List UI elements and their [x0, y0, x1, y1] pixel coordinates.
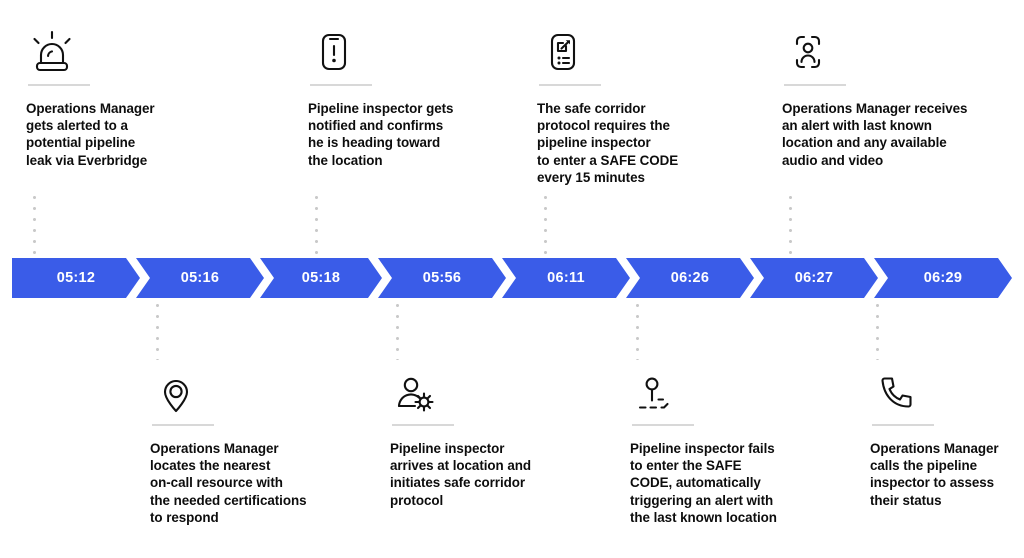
connector-dots-1 — [33, 192, 36, 258]
timeline-segment-8[interactable]: 06:29 — [874, 258, 1012, 298]
timeline-segment-3[interactable]: 05:18 — [260, 258, 382, 298]
timeline-segment-7[interactable]: 06:27 — [750, 258, 878, 298]
connector-dots-6 — [636, 300, 639, 360]
connector-dots-4 — [396, 300, 399, 360]
divider-rule — [539, 84, 601, 86]
event-text: Operations Manager receives an alert wit… — [782, 101, 968, 168]
segment-time: 06:11 — [547, 269, 585, 286]
connector-dots-2 — [156, 300, 159, 360]
person-scan-icon — [782, 22, 1012, 78]
connector-dots-7 — [789, 192, 792, 258]
lost-location-icon — [630, 362, 845, 418]
divider-rule — [28, 84, 90, 86]
event-text: Pipeline inspector arrives at location a… — [390, 441, 531, 508]
segment-time: 05:56 — [422, 269, 462, 286]
user-settings-icon — [390, 362, 605, 418]
divider-rule — [784, 84, 846, 86]
divider-rule — [392, 424, 454, 426]
map-pin-icon — [150, 362, 365, 418]
event-block-6: Pipeline inspector fails to enter the SA… — [630, 362, 845, 526]
event-text: The safe corridor protocol requires the … — [537, 101, 679, 185]
timeline-segment-2[interactable]: 05:16 — [136, 258, 264, 298]
segment-time: 06:29 — [923, 269, 963, 286]
event-block-3: Pipeline inspector gets notified and con… — [308, 22, 523, 169]
timeline-segment-4[interactable]: 05:56 — [378, 258, 506, 298]
event-block-2: Operations Manager locates the nearest o… — [150, 362, 365, 526]
segment-time: 05:18 — [301, 269, 341, 286]
timeline-segment-1[interactable]: 05:12 — [12, 258, 140, 298]
phone-call-icon — [870, 362, 1024, 418]
event-text: Operations Manager locates the nearest o… — [150, 441, 307, 525]
timeline-segment-6[interactable]: 06:26 — [626, 258, 754, 298]
event-text: Operations Manager calls the pipeline in… — [870, 441, 999, 508]
timeline-bar: 05:12 05:16 05:18 05:56 06:11 06:26 06:2… — [12, 258, 1012, 298]
segment-time: 06:26 — [670, 269, 710, 286]
timeline-segment-5[interactable]: 06:11 — [502, 258, 630, 298]
divider-rule — [152, 424, 214, 426]
phone-checklist-icon — [537, 22, 752, 78]
siren-light-icon — [26, 22, 241, 78]
segment-time: 06:27 — [794, 269, 834, 286]
event-block-4: Pipeline inspector arrives at location a… — [390, 362, 605, 509]
connector-dots-3 — [315, 192, 318, 258]
divider-rule — [632, 424, 694, 426]
event-text: Pipeline inspector fails to enter the SA… — [630, 441, 777, 525]
segment-time: 05:16 — [180, 269, 220, 286]
event-text: Operations Manager gets alerted to a pot… — [26, 101, 155, 168]
event-block-8: Operations Manager calls the pipeline in… — [870, 362, 1024, 509]
event-block-7: Operations Manager receives an alert wit… — [782, 22, 1012, 169]
divider-rule — [872, 424, 934, 426]
event-block-1: Operations Manager gets alerted to a pot… — [26, 22, 241, 169]
divider-rule — [310, 84, 372, 86]
phone-alert-icon — [308, 22, 523, 78]
connector-dots-5 — [544, 192, 547, 258]
connector-dots-8 — [876, 300, 879, 360]
event-block-5: The safe corridor protocol requires the … — [537, 22, 752, 186]
event-text: Pipeline inspector gets notified and con… — [308, 101, 454, 168]
segment-time: 05:12 — [56, 269, 96, 286]
